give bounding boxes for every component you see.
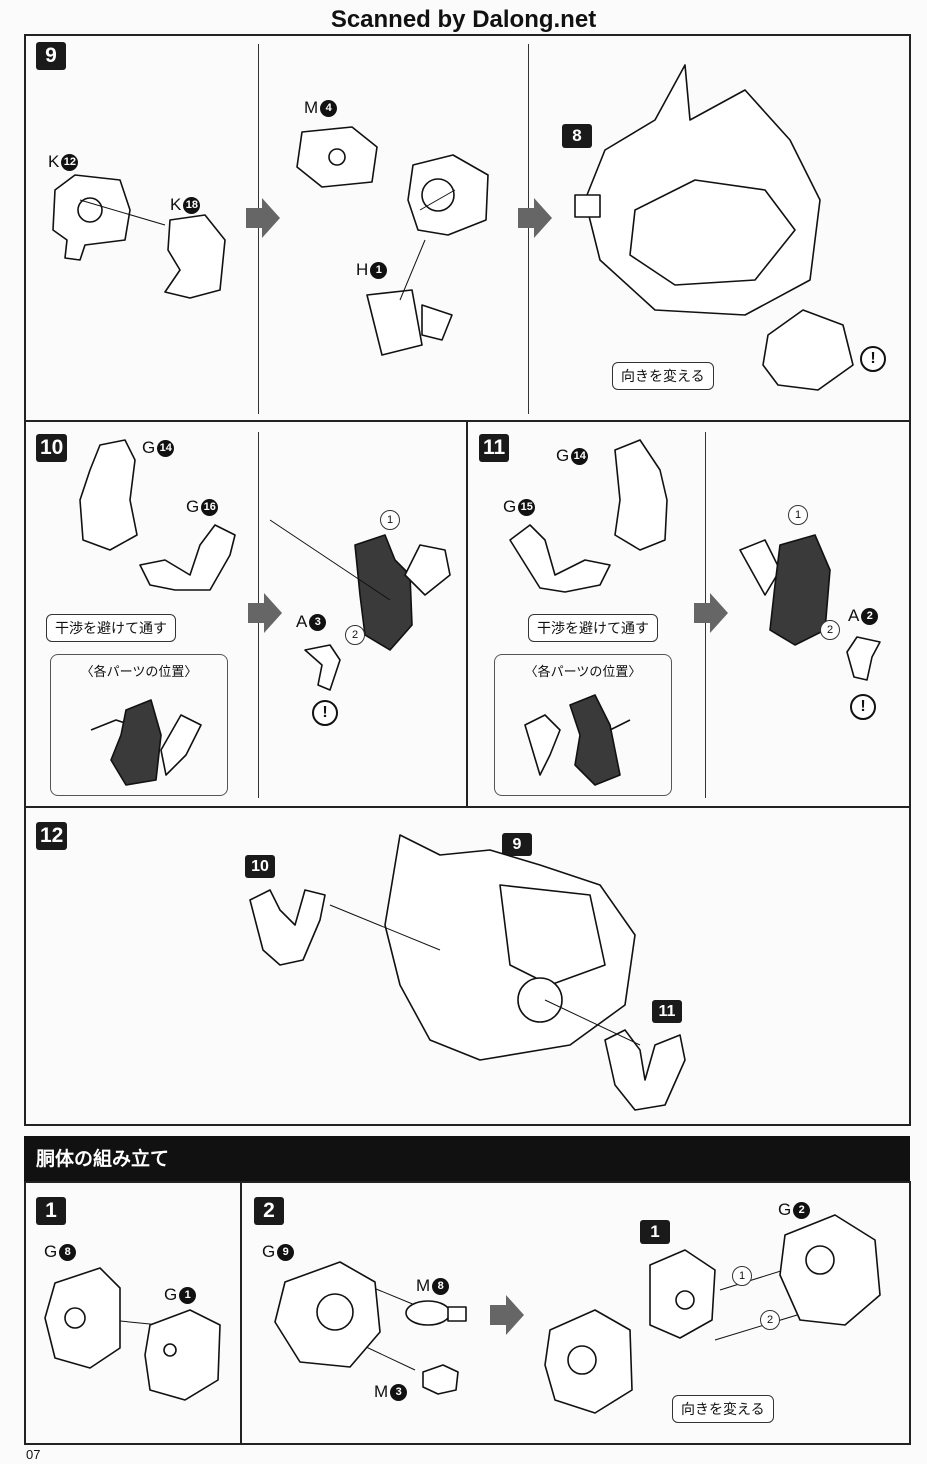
order-2: 2 [760, 1310, 780, 1330]
right-arm-drawing [604, 1029, 686, 1111]
sub-assembly-ref-10: 10 [245, 855, 275, 878]
page-number: 07 [26, 1447, 41, 1462]
caution-icon: ! [860, 346, 886, 372]
order-2: 2 [820, 620, 840, 640]
step-number: 2 [254, 1197, 284, 1225]
order-1: 1 [788, 505, 808, 525]
part-a2-drawing [846, 636, 881, 681]
caution-icon: ! [312, 700, 338, 726]
part-dark-assembly-drawing [739, 534, 831, 646]
divider [258, 44, 259, 414]
step-number: 9 [36, 42, 66, 70]
caution-icon: ! [850, 694, 876, 720]
head-assembly-drawing [574, 64, 821, 316]
part-g8-drawing [44, 1267, 121, 1369]
part-k18-drawing [164, 214, 226, 299]
part-dark-assembly-drawing [354, 534, 451, 651]
step-number: 12 [36, 822, 68, 850]
step-12-panel [24, 806, 911, 1126]
part-g2-drawing [779, 1214, 881, 1326]
arrow-icon [694, 593, 728, 633]
part-k12-drawing [52, 174, 131, 261]
left-arm-drawing [249, 889, 326, 966]
part-assembly-drawing [407, 154, 489, 236]
part-g14-drawing [79, 439, 138, 551]
sub-assembly-ref: 8 [562, 124, 592, 148]
part-g16-drawing [139, 524, 236, 591]
part-m8-drawing [405, 1300, 467, 1326]
sub-assembly-drawing [649, 1249, 716, 1339]
divider [240, 1183, 242, 1443]
part-g1-drawing [144, 1309, 221, 1401]
note-turn-around: 向きを変える [672, 1395, 774, 1423]
part-m4-drawing [296, 126, 378, 188]
part-positions-box: 〈各パーツの位置〉 [50, 654, 228, 796]
arrow-icon [248, 593, 282, 633]
arrow-icon [490, 1295, 524, 1335]
torso-assembly-drawing [544, 1309, 633, 1414]
order-1: 1 [380, 510, 400, 530]
part-drawing [762, 309, 854, 391]
part-positions-title: 〈各パーツの位置〉 [80, 665, 198, 680]
divider [528, 44, 529, 414]
sub-assembly-ref: 1 [640, 1220, 670, 1244]
sub-assembly-ref-11: 11 [652, 1000, 682, 1023]
note-avoid-interference: 干渉を避けて通す [46, 614, 176, 642]
sub-assembly-ref-9: 9 [502, 833, 532, 856]
arrow-icon [246, 198, 280, 238]
note-avoid-interference: 干渉を避けて通す [528, 614, 658, 642]
torso-steps-panel [24, 1181, 911, 1445]
note-turn-around: 向きを変える [612, 362, 714, 390]
part-positions-box: 〈各パーツの位置〉 [494, 654, 672, 796]
part-g15-drawing [509, 524, 611, 593]
part-h1-drawing [366, 289, 453, 356]
step-number: 11 [479, 434, 510, 462]
order-2: 2 [345, 625, 365, 645]
step-number: 10 [36, 434, 68, 462]
watermark: Scanned by Dalong.net [330, 6, 597, 33]
part-g9-drawing [274, 1261, 381, 1368]
order-1: 1 [732, 1266, 752, 1286]
part-g14-drawing [614, 439, 668, 551]
step-number: 1 [36, 1197, 66, 1225]
section-title: 胴体の組み立て [24, 1136, 910, 1183]
part-a3-drawing [304, 644, 341, 691]
part-positions-title: 〈各パーツの位置〉 [524, 665, 642, 680]
part-m3-drawing [422, 1364, 459, 1395]
arrow-icon [518, 198, 552, 238]
